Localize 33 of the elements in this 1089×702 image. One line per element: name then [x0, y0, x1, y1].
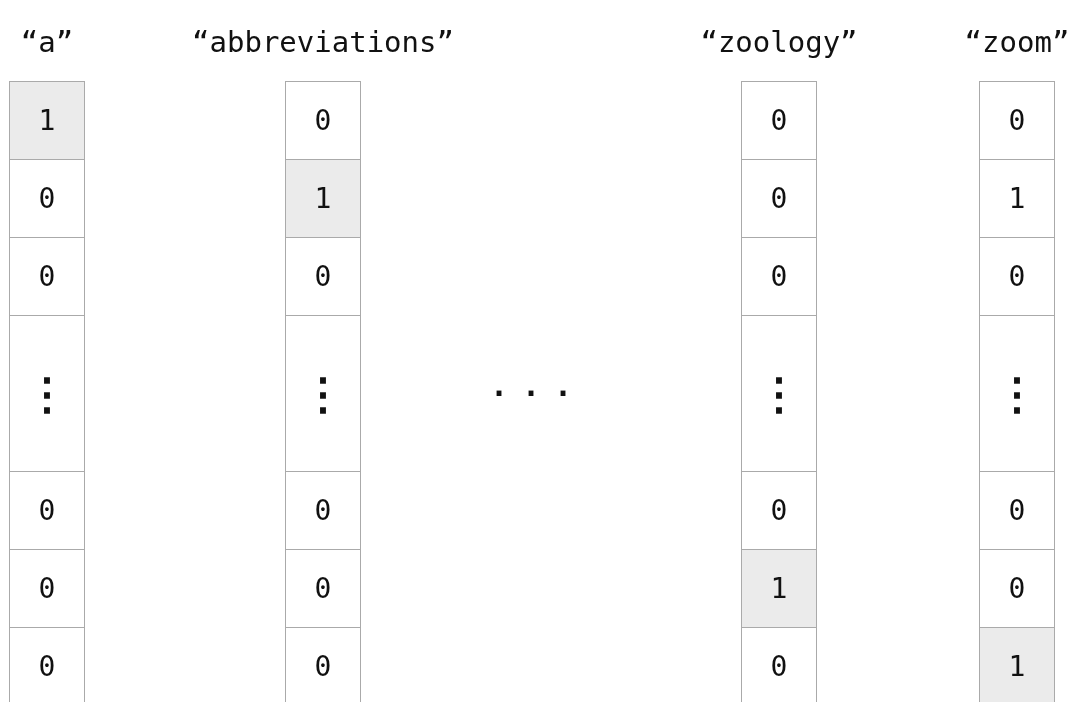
column-heading: “a”: [20, 24, 74, 61]
vector-entry: 0: [285, 627, 361, 702]
vector-entry: 0: [285, 471, 361, 549]
vector-entry: 0: [741, 81, 817, 159]
vector-entry: 0: [741, 471, 817, 549]
vector-entry: 0: [285, 549, 361, 627]
vector-entry: 1: [979, 159, 1055, 237]
vertical-ellipsis-entry: ⋮: [285, 315, 361, 471]
vector-entry: 1: [9, 81, 85, 159]
vector-entry: 0: [9, 237, 85, 315]
vector-entry: 0: [9, 627, 85, 702]
vector-entry: 0: [979, 471, 1055, 549]
column-heading: “abbreviations”: [192, 24, 454, 61]
vertical-ellipsis-entry: ⋮: [9, 315, 85, 471]
vector-entry: 0: [979, 549, 1055, 627]
vector-entry: 1: [979, 627, 1055, 702]
column-heading: “zoom”: [964, 24, 1070, 61]
vector-entry: 1: [285, 159, 361, 237]
vector-entry: 0: [741, 159, 817, 237]
vertical-ellipsis-entry: ⋮: [741, 315, 817, 471]
vector-entry: 0: [9, 549, 85, 627]
horizontal-ellipsis: ...: [490, 368, 587, 403]
vector-entry: 0: [9, 471, 85, 549]
vertical-ellipsis-entry: ⋮: [979, 315, 1055, 471]
vector-entry: 0: [9, 159, 85, 237]
vector-entry: 0: [979, 237, 1055, 315]
vector-entry: 0: [741, 627, 817, 702]
vector-entry: 0: [741, 237, 817, 315]
vector-entry: 0: [979, 81, 1055, 159]
vector-entry: 0: [285, 81, 361, 159]
vector-entry: 1: [741, 549, 817, 627]
column-heading: “zoology”: [700, 24, 858, 61]
vector-entry: 0: [285, 237, 361, 315]
